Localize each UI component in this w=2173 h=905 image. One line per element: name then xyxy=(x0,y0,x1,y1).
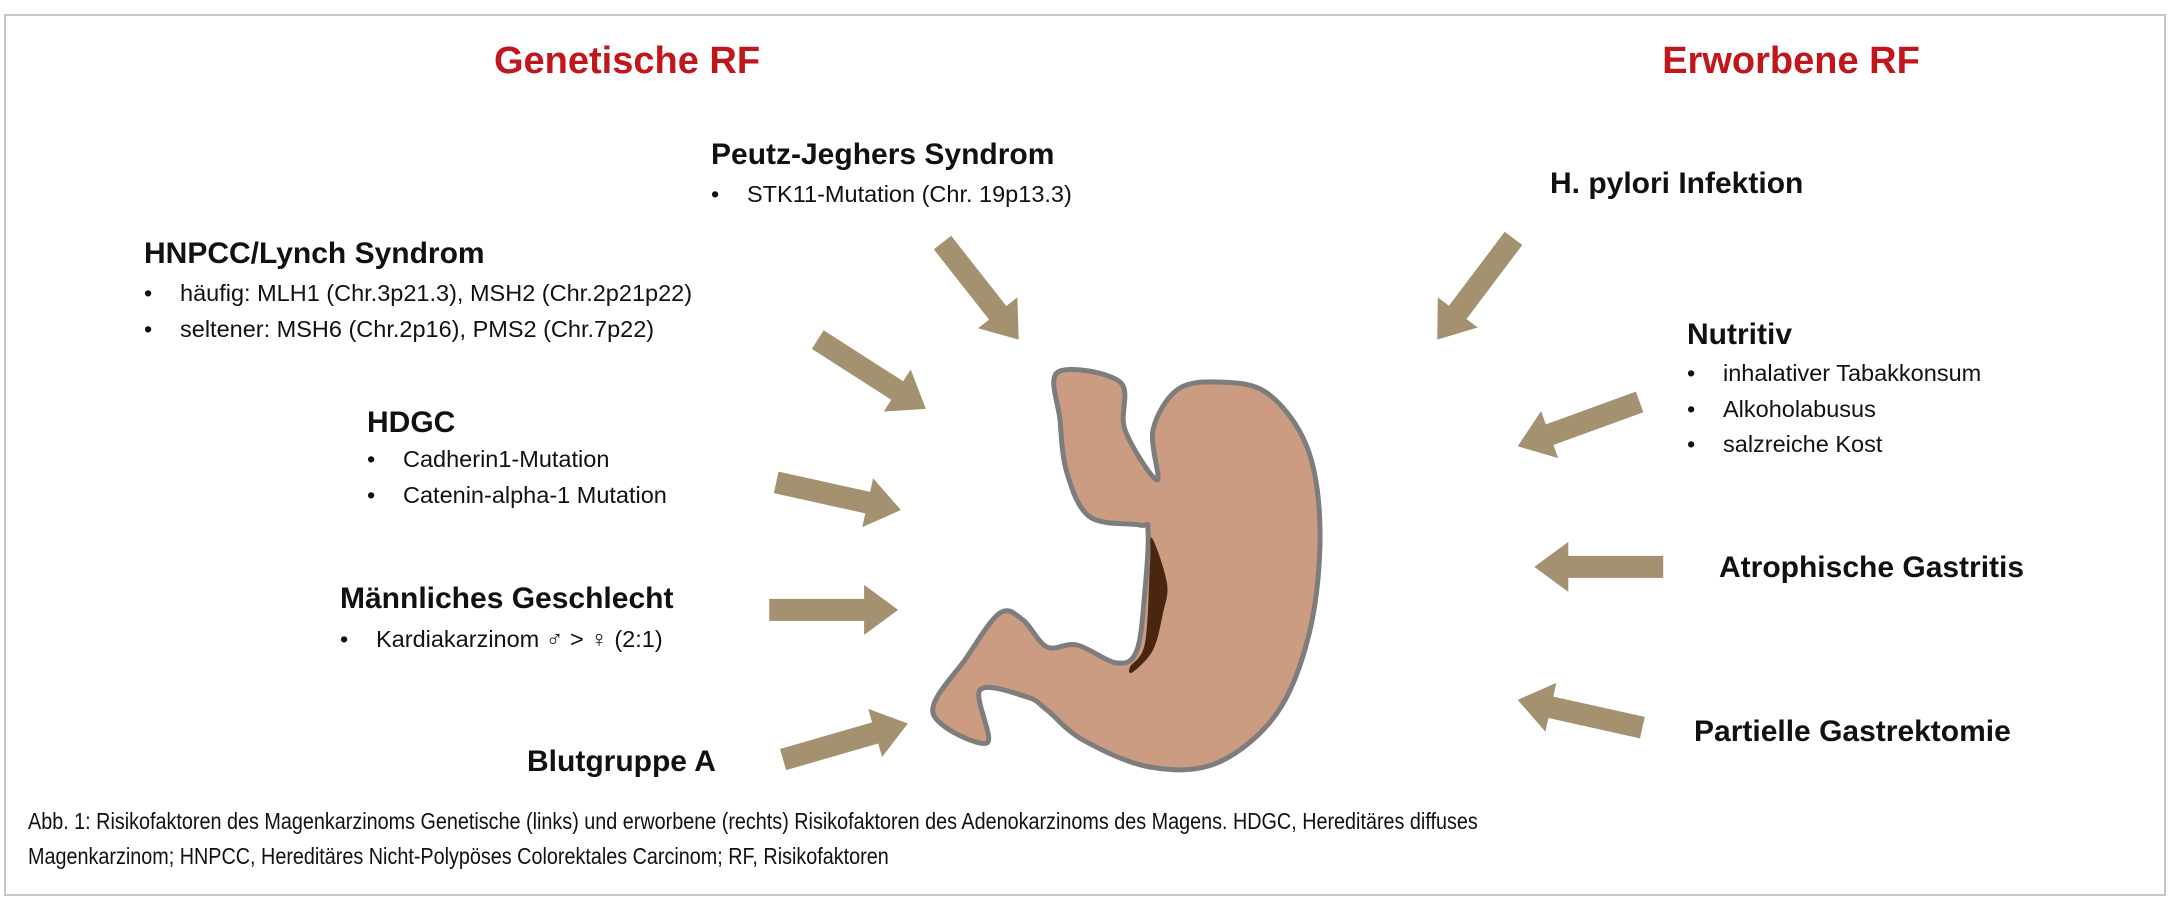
arrow-male-sex-icon xyxy=(769,584,899,635)
factor-male-sex: Männliches Geschlecht xyxy=(340,582,674,615)
factor-peutz-jeghers: Peutz-Jeghers Syndrom xyxy=(711,138,1055,171)
arrow-peutz-jeghers-icon xyxy=(933,235,1019,340)
bullet-item: • inhalativer Tabakkonsum xyxy=(1687,360,1981,387)
factor-partial-gastrectomy: Partielle Gastrektomie xyxy=(1694,715,2011,748)
bullet-dot: • xyxy=(711,181,720,207)
bullet-item: • Alkoholabusus xyxy=(1687,396,1876,423)
bullet-text: Alkoholabusus xyxy=(1723,396,1876,422)
bullet-text: salzreiche Kost xyxy=(1723,431,1883,457)
bullet-dot: • xyxy=(367,482,376,508)
arrow-atrophic-gastritis-icon xyxy=(1534,541,1664,592)
factor-blood-group-a: Blutgruppe A xyxy=(527,745,716,778)
factor-hdgc: HDGC xyxy=(367,406,456,439)
arrow-hdgc-icon xyxy=(773,471,901,528)
bullet-dot: • xyxy=(1687,396,1696,422)
bullet-text: Catenin-alpha-1 Mutation xyxy=(403,482,667,508)
bullet-text: STK11-Mutation (Chr. 19p13.3) xyxy=(747,181,1072,207)
arrow-partial-gastrectomy-icon xyxy=(1517,682,1645,739)
bullet-text: Kardiakarzinom ♂ > ♀ (2:1) xyxy=(376,626,663,652)
bullet-dot: • xyxy=(144,280,153,306)
caption-line-1: Abb. 1: Risikofaktoren des Magenkarzinom… xyxy=(28,808,1478,834)
bullet-text: seltener: MSH6 (Chr.2p16), PMS2 (Chr.7p2… xyxy=(180,316,655,342)
tumor-lesion xyxy=(1129,537,1168,674)
header-acquired: Erworbene RF xyxy=(1662,40,1920,82)
arrow-nutritive-icon xyxy=(1517,391,1644,459)
arrow-blood-group-icon xyxy=(780,708,908,771)
factor-nutritive: Nutritiv xyxy=(1687,318,1792,351)
bullet-item: • STK11-Mutation (Chr. 19p13.3) xyxy=(711,181,1072,208)
bullet-item: • Kardiakarzinom ♂ > ♀ (2:1) xyxy=(340,626,663,653)
caption-line-2: Magenkarzinom; HNPCC, Hereditäres Nicht-… xyxy=(28,843,889,869)
bullet-item: • Cadherin1-Mutation xyxy=(367,446,609,473)
factor-atrophic-gastritis: Atrophische Gastritis xyxy=(1719,551,2025,584)
arrows xyxy=(769,231,1664,771)
bullet-dot: • xyxy=(340,626,349,652)
bullet-item: • salzreiche Kost xyxy=(1687,431,1882,458)
bullet-text: häufig: MLH1 (Chr.3p21.3), MSH2 (Chr.2p2… xyxy=(180,280,693,306)
bullet-dot: • xyxy=(1687,360,1696,386)
header-genetic: Genetische RF xyxy=(493,40,761,82)
bullet-text: Cadherin1-Mutation xyxy=(403,446,610,472)
arrow-h-pylori-icon xyxy=(1437,231,1523,340)
bullet-dot: • xyxy=(1687,431,1696,457)
bullet-dot: • xyxy=(367,446,376,472)
arrow-hnpcc-icon xyxy=(811,330,926,412)
factor-hnpcc: HNPCC/Lynch Syndrom xyxy=(144,237,485,270)
bullet-item: • häufig: MLH1 (Chr.3p21.3), MSH2 (Chr.2p… xyxy=(144,280,692,307)
bullet-item: • Catenin-alpha-1 Mutation xyxy=(367,482,667,509)
stomach-illustration xyxy=(930,367,1323,773)
bullet-dot: • xyxy=(144,316,153,342)
factor-h-pylori: H. pylori Infektion xyxy=(1550,167,1804,200)
bullet-text: inhalativer Tabakkonsum xyxy=(1723,360,1982,386)
figure-frame xyxy=(4,14,2166,896)
bullet-item: • seltener: MSH6 (Chr.2p16), PMS2 (Chr.7p… xyxy=(144,316,654,343)
